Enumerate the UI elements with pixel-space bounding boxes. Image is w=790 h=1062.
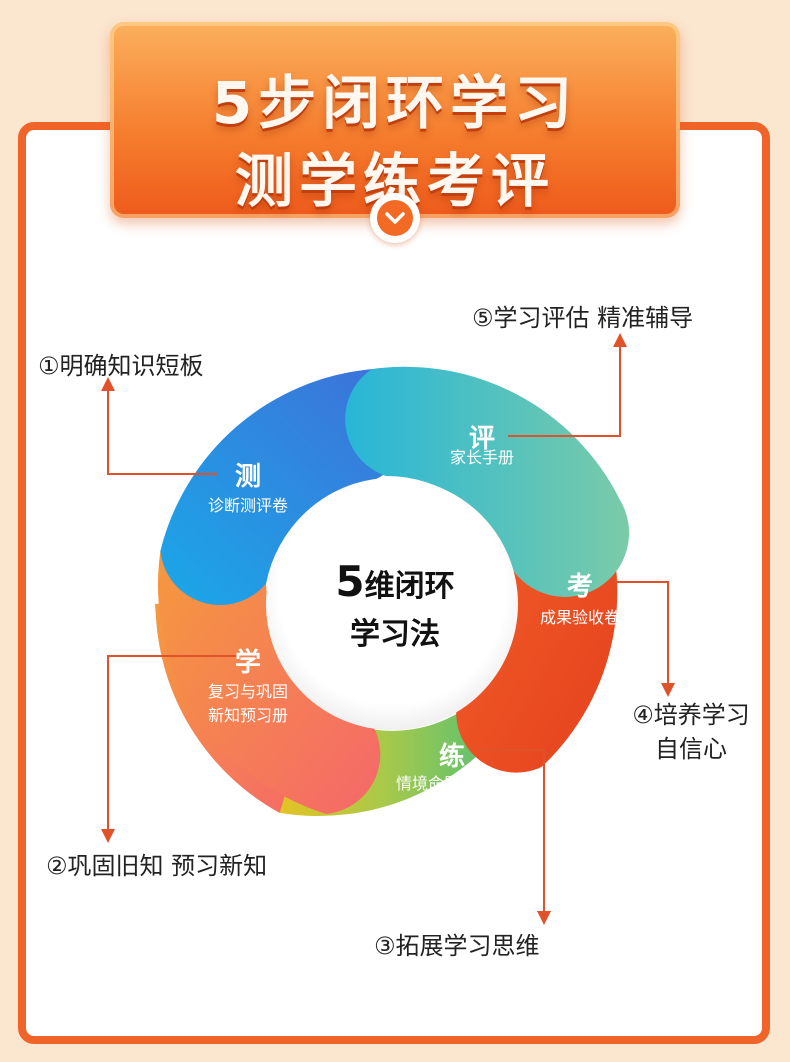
segment-test-sub: 诊断测评卷 <box>207 496 288 515</box>
banner-title: 5步闭环学习 <box>211 69 579 137</box>
segment-practice-title: 练 <box>438 742 465 772</box>
caption-step4-line2: 自信心 <box>655 735 727 763</box>
segment-eval-sub: 家长手册 <box>449 448 514 467</box>
segment-eval-shape <box>345 366 630 597</box>
segment-exam-sub: 成果验收卷 <box>539 608 620 627</box>
arrow-study-to-caption <box>101 655 236 843</box>
center-label: 5维闭环 学习法 <box>310 558 480 659</box>
caption-step1: ①明确知识短板 <box>38 352 204 380</box>
caption-step4-line1: ④培养学习 <box>632 701 750 729</box>
center-disc <box>266 478 518 730</box>
segment-test-title: 测 <box>234 462 261 492</box>
center-line2: 学习法 <box>350 617 440 652</box>
caption-step4: ④培养学习 自信心 <box>616 698 766 766</box>
segment-study-sub-1: 复习与巩固 <box>207 682 288 701</box>
arrow-practice-to-caption <box>478 749 551 925</box>
caption-step2: ②巩固旧知 预习新知 <box>46 852 268 880</box>
segment-exam-title: 考 <box>566 572 593 602</box>
chevron-down-icon <box>370 193 420 243</box>
center-number: 5 <box>335 557 365 606</box>
segment-study-title: 学 <box>234 648 261 678</box>
segment-eval-title: 评 <box>468 424 495 454</box>
arrow-eval-to-caption <box>508 333 627 437</box>
caption-step5: ⑤学习评估 精准辅导 <box>472 304 694 332</box>
title-banner: 5步闭环学习 测学练考评 <box>110 22 680 218</box>
center-line1: 维闭环 <box>364 569 455 604</box>
arrow-exam-to-caption <box>614 581 675 697</box>
arrow-test-to-caption <box>101 377 218 475</box>
segment-study-sub-2: 新知预习册 <box>207 706 288 725</box>
caption-step3: ③拓展学习思维 <box>374 932 540 960</box>
segment-practice-sub: 情境命题新考法 <box>395 774 508 793</box>
